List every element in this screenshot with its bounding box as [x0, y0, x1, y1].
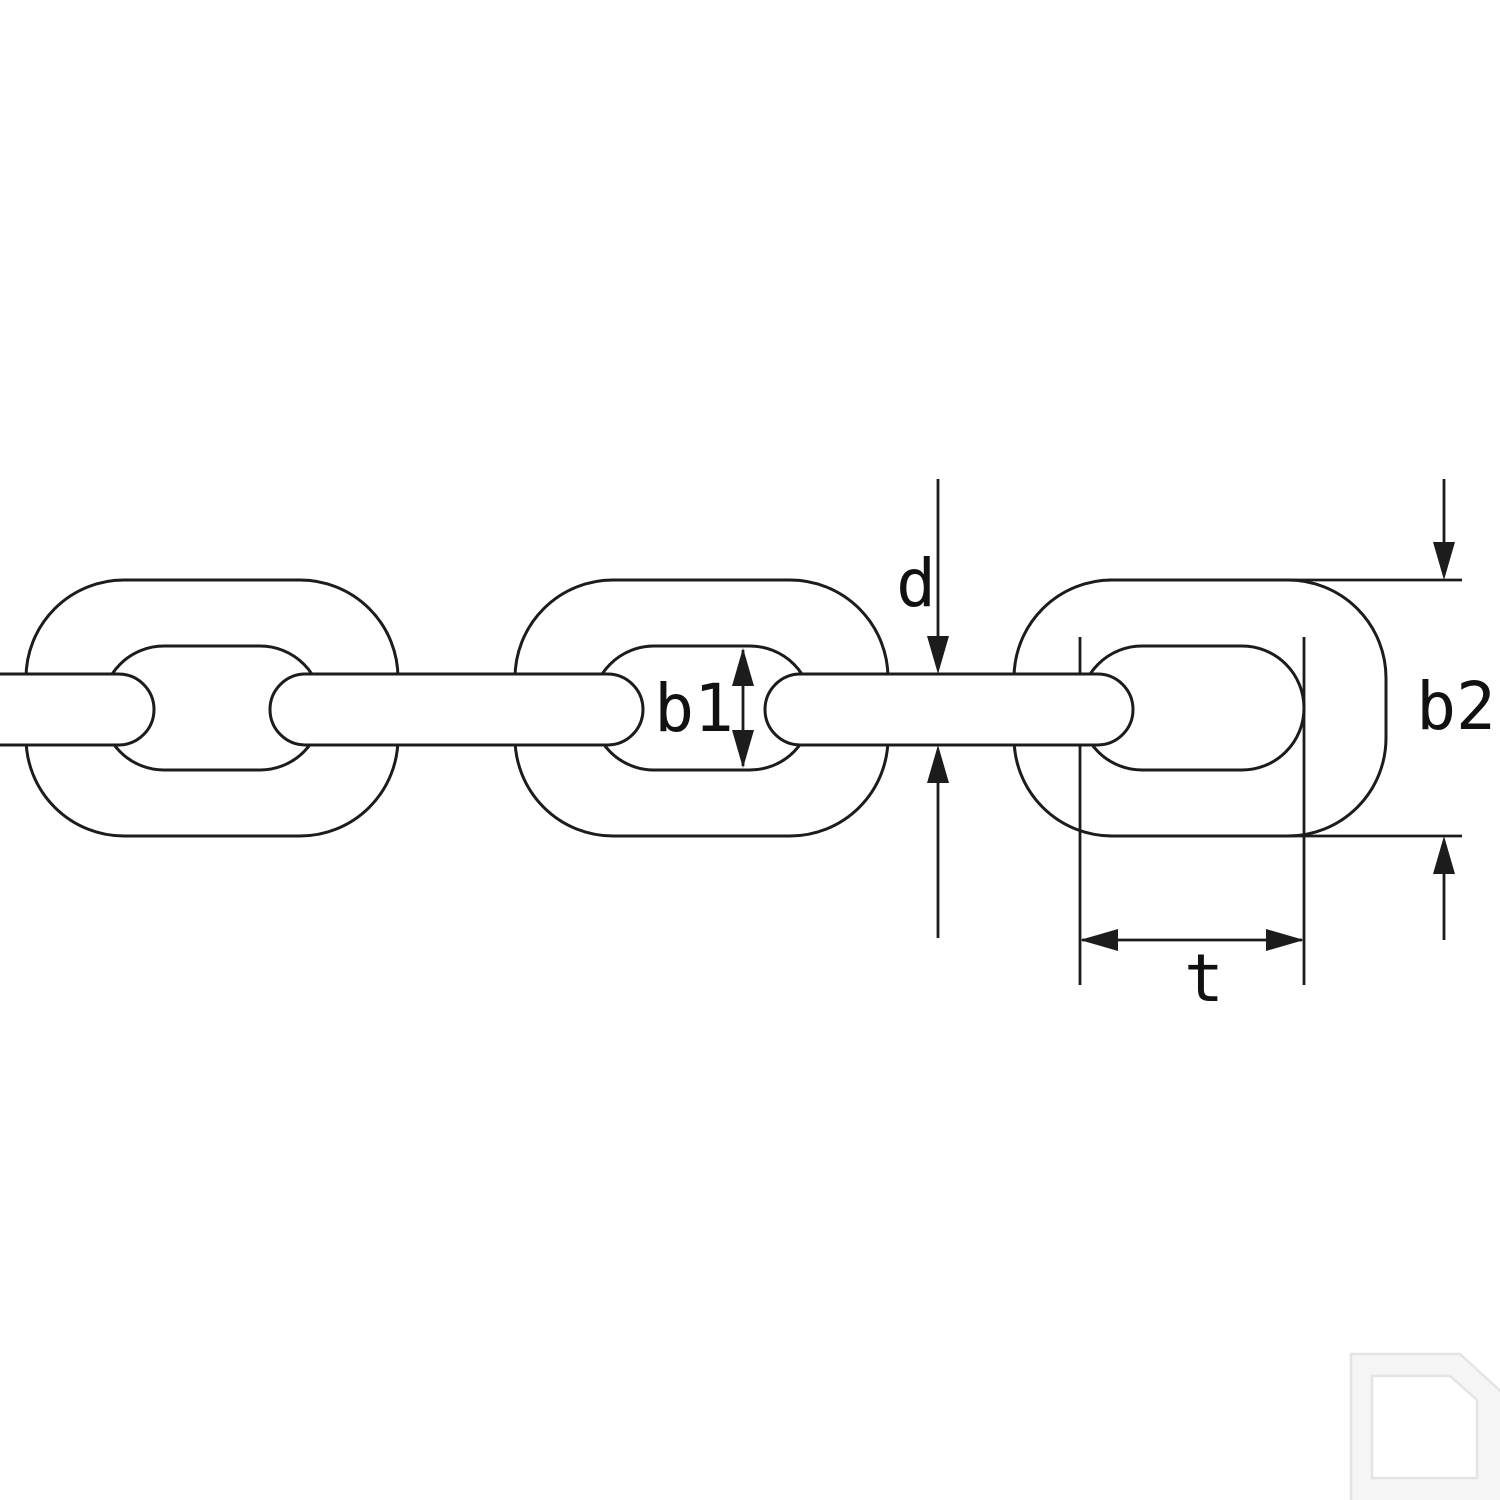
dimension-arrows: [732, 479, 1455, 951]
edge-link-bar-right: [763, 672, 1135, 747]
label-outer-width: b2: [1416, 668, 1495, 745]
label-pitch: t: [1184, 940, 1224, 1017]
b2-arrowhead-down: [1433, 542, 1455, 580]
edge-link-bar-middle: [268, 672, 645, 747]
b2-arrowhead-up: [1433, 836, 1455, 874]
b1-arrowhead-down: [732, 730, 754, 768]
edge-link-bar-left: [0, 672, 156, 747]
b1-arrowhead-up: [732, 648, 754, 686]
label-wire-diameter: d: [896, 545, 936, 622]
edge-on-links: [0, 672, 1135, 747]
t-arrowhead-left: [1080, 929, 1118, 951]
t-arrowhead-right: [1266, 929, 1304, 951]
dimension-labels: d b1 b2 t: [654, 545, 1495, 1017]
d-arrowhead-up: [927, 745, 949, 783]
d-arrowhead-down: [927, 636, 949, 674]
label-inner-width: b1: [654, 670, 733, 747]
brand-watermark-d-logo: [1349, 1352, 1500, 1500]
outer-width-extension-lines: [1108, 578, 1462, 838]
